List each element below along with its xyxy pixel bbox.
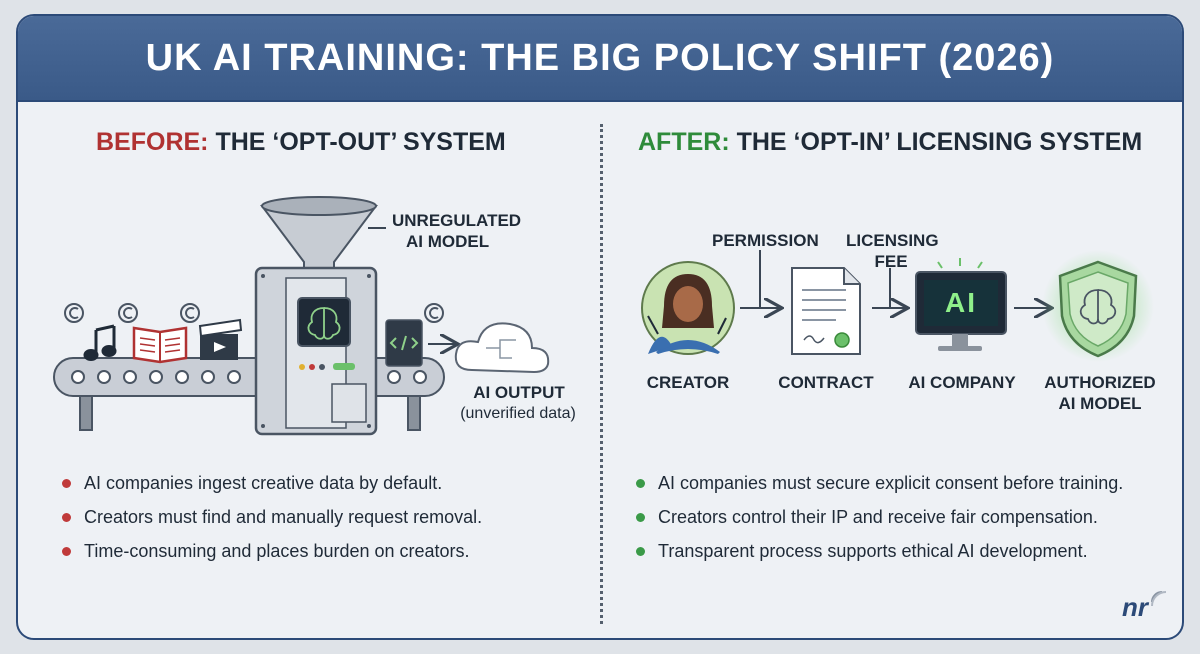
brain-icon bbox=[307, 307, 341, 340]
list-item: AI companies ingest creative data by def… bbox=[62, 466, 482, 500]
bullet-dot bbox=[636, 479, 645, 488]
model-label-line1: UNREGULATED bbox=[392, 211, 522, 230]
bullet-dot bbox=[62, 547, 71, 556]
shield-icon bbox=[1042, 250, 1154, 362]
before-heading-prefix: BEFORE: bbox=[96, 128, 209, 156]
bullet-dot bbox=[636, 513, 645, 522]
list-item: Creators control their IP and receive fa… bbox=[636, 500, 1123, 534]
signal-icon bbox=[1151, 591, 1167, 607]
conveyor-belt bbox=[53, 357, 445, 431]
output-label: AI OUTPUT bbox=[473, 383, 565, 402]
after-bullet-text: AI companies must secure explicit consen… bbox=[658, 473, 1124, 493]
output-sublabel: (unverified data) bbox=[460, 405, 576, 422]
brain-icon bbox=[1079, 289, 1117, 325]
ai-company-monitor bbox=[915, 258, 1007, 351]
after-heading: AFTER: THE ‘OPT-IN’ LICENSING SYSTEM bbox=[638, 128, 1142, 157]
list-item: Time-consuming and places burden on crea… bbox=[62, 534, 482, 568]
flow-label-authorized: AUTHORIZED bbox=[1044, 373, 1156, 392]
before-bullet-list: AI companies ingest creative data by def… bbox=[62, 466, 482, 568]
column-divider bbox=[600, 124, 603, 624]
bullet-dot bbox=[636, 547, 645, 556]
after-heading-prefix: AFTER: bbox=[638, 128, 730, 156]
flow-label-ai-model: AI MODEL bbox=[1058, 394, 1142, 413]
bullet-dot bbox=[62, 513, 71, 522]
bullet-dot bbox=[62, 479, 71, 488]
list-item: AI companies must secure explicit consen… bbox=[636, 466, 1123, 500]
cloud-icon bbox=[454, 322, 550, 374]
music-note-icon bbox=[83, 324, 117, 361]
copyright-icon bbox=[64, 303, 444, 323]
clapperboard-icon bbox=[198, 318, 243, 360]
model-label: UNREGULATED AI MODEL bbox=[392, 210, 521, 252]
book-icon bbox=[132, 326, 188, 364]
after-bullet-list: AI companies must secure explicit consen… bbox=[636, 466, 1123, 568]
flow-label-contract: CONTRACT bbox=[778, 373, 874, 392]
list-item: Creators must find and manually request … bbox=[62, 500, 482, 534]
after-bullet-text: Transparent process supports ethical AI … bbox=[658, 541, 1088, 561]
flow-label-ai-company: AI COMPANY bbox=[908, 373, 1016, 392]
contract-icon bbox=[791, 267, 861, 355]
flow-label-creator: CREATOR bbox=[646, 373, 730, 392]
fee-label: LICENSING FEE bbox=[846, 230, 939, 272]
model-label-line2: AI MODEL bbox=[406, 232, 490, 251]
after-heading-text: THE ‘OPT-IN’ LICENSING SYSTEM bbox=[729, 128, 1143, 156]
funnel-icon bbox=[260, 196, 378, 285]
before-heading-text: THE ‘OPT-OUT’ SYSTEM bbox=[208, 128, 506, 156]
permission-label: PERMISSION bbox=[712, 231, 819, 250]
after-bullet-text: Creators control their IP and receive fa… bbox=[658, 507, 1098, 527]
fee-label-line1: LICENSING bbox=[846, 231, 939, 250]
fee-label-line2: FEE bbox=[874, 252, 908, 271]
ai-machine bbox=[254, 266, 378, 436]
flow-label-authorized-model: AUTHORIZED AI MODEL bbox=[1042, 372, 1158, 414]
brand-logo: nr bbox=[1122, 592, 1148, 622]
title-banner: UK AI TRAINING: THE BIG POLICY SHIFT (20… bbox=[18, 16, 1182, 102]
page-title: UK AI TRAINING: THE BIG POLICY SHIFT (20… bbox=[145, 36, 1055, 79]
creator-avatar bbox=[641, 261, 735, 355]
code-icon bbox=[385, 319, 423, 367]
list-item: Transparent process supports ethical AI … bbox=[636, 534, 1123, 568]
before-heading: BEFORE: THE ‘OPT-OUT’ SYSTEM bbox=[96, 128, 506, 157]
before-bullet-text: Time-consuming and places burden on crea… bbox=[84, 541, 470, 561]
before-bullet-text: AI companies ingest creative data by def… bbox=[84, 473, 443, 493]
ai-screen-text: AI bbox=[945, 287, 977, 318]
before-bullet-text: Creators must find and manually request … bbox=[84, 507, 483, 527]
